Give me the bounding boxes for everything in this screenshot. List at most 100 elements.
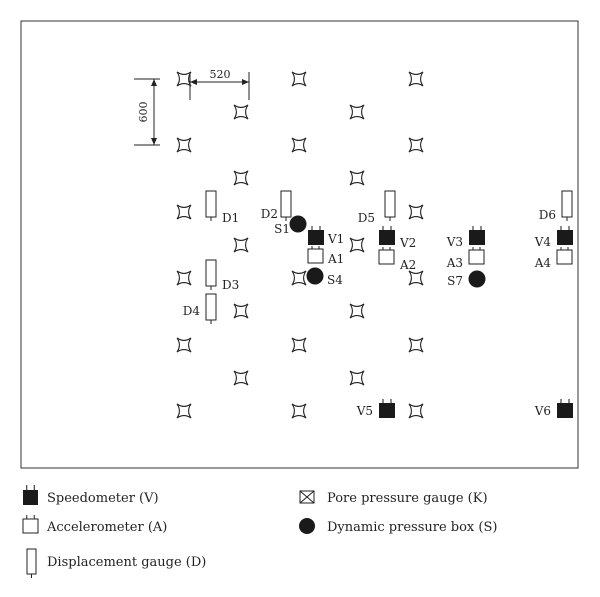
speedometer-label: V2: [399, 236, 416, 250]
dynamic-pressure-box-label: S4: [327, 273, 343, 287]
legend-pore: Pore pressure gauge (K): [299, 490, 488, 506]
pore-pressure-gauge-icon: [349, 370, 365, 386]
pore-pressure-gauge-icon: [408, 337, 424, 353]
speedometer-icon: [557, 403, 573, 418]
displacement-gauge-label: D5: [358, 211, 375, 225]
pore-pressure-gauge-icon: [233, 104, 249, 120]
speedometer-label: V4: [534, 235, 552, 249]
dimension-vertical: 600: [134, 78, 160, 146]
speedometer-icon: [379, 403, 395, 418]
displacement-gauge-icon: [384, 190, 396, 218]
speedometer-label: V5: [356, 404, 373, 418]
displacement-gauge: D6: [539, 190, 573, 222]
pore-pressure-gauge-icon: [349, 104, 365, 120]
displacement-gauge-label: D2: [261, 207, 278, 221]
legend-pressure-box-icon: [299, 518, 315, 534]
pore-pressure-gauge-icon: [233, 370, 249, 386]
speedometer-icon: [469, 230, 485, 245]
legend-displacement: Displacement gauge (D): [26, 548, 206, 578]
pore-pressure-gauge-icon: [291, 137, 307, 153]
pore-pressure-gauges: [176, 71, 424, 419]
speedometer: V2: [379, 226, 416, 250]
pore-pressure-gauge-icon: [291, 403, 307, 419]
pore-pressure-gauge-icon: [176, 337, 192, 353]
pore-pressure-gauge-icon: [176, 71, 192, 87]
dynamic-pressure-box-icon: [468, 270, 486, 288]
legend-speedometer: Speedometer (V): [23, 485, 159, 506]
speedometer-icon: [557, 230, 573, 245]
displacement-gauge-label: D3: [222, 278, 239, 292]
pore-pressure-gauge-icon: [291, 270, 307, 286]
dimension-vertical-label: 600: [137, 102, 150, 123]
pore-pressure-gauge-icon: [176, 270, 192, 286]
pore-pressure-gauge-icon: [408, 137, 424, 153]
pore-pressure-gauge-icon: [408, 270, 424, 286]
accelerometer: A3: [446, 247, 485, 270]
accelerometer-label: A4: [534, 256, 552, 270]
legend-accelerometer-icon: [22, 518, 39, 534]
speedometer-label: V3: [446, 235, 463, 249]
accelerometer-icon: [307, 248, 324, 264]
dimension-horizontal: 520: [189, 68, 250, 100]
speedometer: V5: [356, 399, 395, 418]
dynamic-pressure-box: S1: [274, 215, 307, 236]
pore-pressure-gauge-icon: [176, 204, 192, 220]
accelerometer-label: A1: [327, 252, 344, 266]
displacement-gauge-icon: [205, 259, 217, 287]
speedometer: V4: [534, 226, 573, 249]
dynamic-pressure-box: S4: [306, 267, 343, 287]
pore-pressure-gauge-icon: [176, 403, 192, 419]
pore-pressure-gauge-icon: [176, 137, 192, 153]
layout-frame: [20, 20, 579, 469]
dynamic-pressure-box-icon: [306, 267, 324, 285]
pore-pressure-gauge-icon: [349, 237, 365, 253]
accelerometer: A2: [378, 247, 416, 272]
displacement-gauge: D4: [183, 293, 217, 324]
pore-pressure-gauge-icon: [349, 303, 365, 319]
displacement-gauge-icon: [561, 190, 573, 218]
pore-pressure-gauge-icon: [233, 303, 249, 319]
accelerometer-label: A2: [399, 258, 416, 272]
displacement-gauge-label: D4: [183, 304, 201, 318]
pore-pressure-gauge-icon: [408, 403, 424, 419]
displacement-gauge: D3: [205, 259, 239, 292]
legend-speedometer-icon: [23, 490, 38, 505]
pore-pressure-gauge-icon: [408, 71, 424, 87]
legend-displacement-label: Displacement gauge (D): [47, 555, 206, 570]
displacement-gauge: D5: [358, 190, 396, 225]
pore-pressure-gauge-icon: [349, 170, 365, 186]
legend: Speedometer (V) Accelerometer (A) Displa…: [22, 485, 497, 578]
dynamic-pressure-box: S7: [447, 270, 486, 288]
pore-pressure-gauge-icon: [291, 337, 307, 353]
displacement-gauge: D2: [261, 190, 292, 221]
legend-pressure-box: Dynamic pressure box (S): [299, 518, 497, 535]
legend-speedometer-label: Speedometer (V): [47, 491, 159, 506]
accelerometer: A4: [534, 247, 573, 270]
pore-pressure-gauge-icon: [233, 237, 249, 253]
legend-accelerometer: Accelerometer (A): [22, 515, 167, 535]
accelerometer-icon: [378, 249, 395, 265]
displacement-gauge: D1: [205, 190, 239, 225]
displacement-gauge-icon: [205, 293, 217, 321]
accelerometer-label: A3: [446, 256, 463, 270]
speedometer: V3: [446, 226, 485, 249]
accelerometer-icon: [556, 249, 573, 265]
speedometer-label: V6: [534, 404, 551, 418]
displacement-gauge-label: D6: [539, 208, 556, 222]
dimension-horizontal-label: 520: [210, 68, 231, 81]
speedometer: V1: [308, 226, 344, 246]
accelerometers: A1 A2 A3 A4: [307, 246, 573, 272]
accelerometer-icon: [468, 249, 485, 265]
legend-accelerometer-label: Accelerometer (A): [46, 520, 167, 535]
speedometer-icon: [308, 230, 324, 245]
dynamic-pressure-box-label: S1: [274, 222, 290, 236]
pore-pressure-gauge-icon: [233, 170, 249, 186]
speedometer-icon: [379, 230, 395, 245]
legend-pressure-box-label: Dynamic pressure box (S): [327, 520, 497, 535]
pore-pressure-gauge-icon: [408, 204, 424, 220]
legend-displacement-icon: [26, 548, 37, 575]
